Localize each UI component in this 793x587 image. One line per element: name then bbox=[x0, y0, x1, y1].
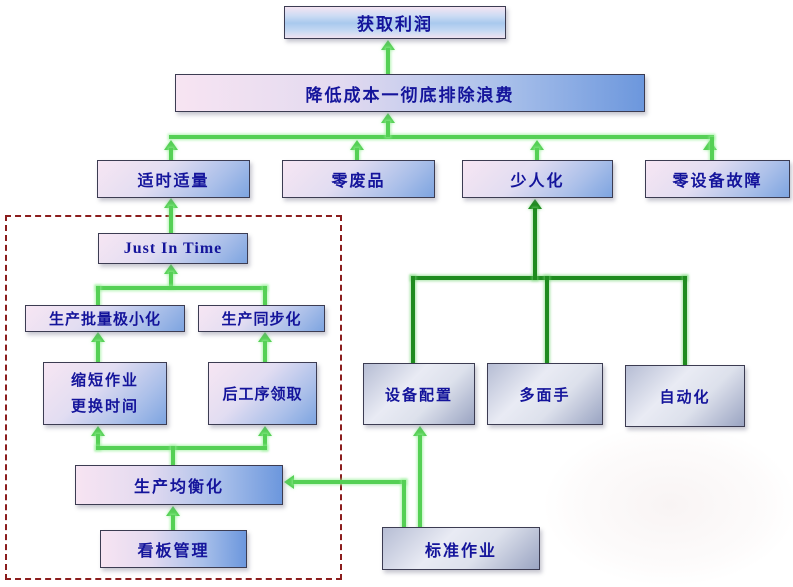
arrow-leveling-to-changeover bbox=[91, 426, 105, 436]
arrow-changeover-to-batch bbox=[91, 332, 105, 342]
line-cost-to-profit bbox=[386, 48, 390, 74]
watermark-circle bbox=[545, 425, 793, 585]
node-jit-label: Just In Time bbox=[123, 239, 223, 257]
arrow-fewer-workers-to-bus bbox=[530, 140, 544, 150]
node-timely-quantity-label: 适时适量 bbox=[137, 173, 210, 190]
line-jit-branch-h bbox=[96, 286, 267, 290]
arrow-kanban-to-leveling bbox=[166, 506, 180, 516]
node-changeover-label: 缩短作业 更换时间 bbox=[70, 372, 139, 415]
line-auto-up bbox=[683, 276, 687, 365]
node-zero-failure: 零设备故障 bbox=[645, 160, 790, 198]
node-leveling: 生产均衡化 bbox=[75, 465, 283, 505]
arrow-dark-to-fewer-workers bbox=[528, 199, 542, 209]
node-zero-defect: 零废品 bbox=[282, 160, 435, 198]
line-fewer-workers-stub bbox=[535, 148, 539, 160]
line-dark-to-fewer-workers bbox=[533, 208, 537, 280]
node-sync-label: 生产同步化 bbox=[221, 311, 302, 328]
arrow-standard-to-equipment bbox=[413, 426, 427, 436]
node-changeover: 缩短作业 更换时间 bbox=[43, 362, 167, 425]
arrow-jit-to-timely bbox=[164, 198, 178, 208]
arrow-branch-to-jit bbox=[164, 264, 178, 274]
node-profit: 获取利润 bbox=[284, 6, 506, 39]
node-equipment-layout: 设备配置 bbox=[363, 363, 475, 425]
node-standard-work-label: 标准作业 bbox=[424, 542, 497, 560]
arrow-cost-to-profit bbox=[381, 40, 395, 50]
arrow-timely-to-bus bbox=[164, 140, 178, 150]
node-jit: Just In Time bbox=[98, 233, 248, 264]
line-dark-branch-h bbox=[411, 276, 687, 280]
line-standard-left-h bbox=[293, 480, 406, 484]
line-kanban-to-leveling bbox=[171, 515, 175, 530]
bus-line bbox=[169, 135, 714, 139]
node-small-batch: 生产批量极小化 bbox=[25, 305, 185, 332]
node-leveling-label: 生产均衡化 bbox=[133, 479, 224, 496]
node-timely-quantity: 适时适量 bbox=[97, 160, 250, 198]
arrow-leveling-to-withdrawal bbox=[258, 426, 272, 436]
line-zero-defect-stub bbox=[355, 148, 359, 160]
line-jit-branch-right bbox=[263, 286, 267, 305]
node-multi-skilled-label: 多面手 bbox=[519, 386, 571, 404]
arrow-standard-to-leveling bbox=[284, 475, 294, 489]
node-standard-work: 标准作业 bbox=[382, 527, 540, 570]
node-profit-label: 获取利润 bbox=[357, 15, 433, 34]
line-leveling-left-up bbox=[96, 434, 100, 450]
node-small-batch-label: 生产批量极小化 bbox=[48, 311, 161, 328]
line-leveling-branch-h bbox=[96, 446, 267, 450]
line-jit-branch-stub bbox=[169, 272, 173, 288]
line-multi-up bbox=[545, 276, 549, 363]
line-standard-left-v bbox=[402, 480, 406, 527]
jit-dashed-frame bbox=[5, 215, 342, 580]
node-zero-failure-label: 零设备故障 bbox=[672, 173, 763, 190]
line-leveling-right-up bbox=[263, 434, 267, 450]
node-withdrawal: 后工序领取 bbox=[208, 362, 317, 425]
node-kanban: 看板管理 bbox=[100, 530, 247, 568]
node-fewer-workers-label: 少人化 bbox=[510, 173, 565, 190]
line-equipment-up bbox=[411, 276, 415, 363]
node-fewer-workers: 少人化 bbox=[462, 160, 613, 198]
node-cost-reduction-label: 降低成本一彻底排除浪费 bbox=[305, 85, 515, 105]
arrow-zero-defect-to-bus bbox=[350, 140, 364, 150]
line-changeover-to-batch bbox=[96, 341, 100, 362]
node-equipment-layout-label: 设备配置 bbox=[384, 386, 453, 404]
node-kanban-label: 看板管理 bbox=[137, 543, 210, 560]
line-jit-to-timely bbox=[169, 206, 173, 233]
node-sync: 生产同步化 bbox=[198, 305, 325, 332]
line-standard-to-equipment bbox=[418, 435, 422, 527]
node-multi-skilled: 多面手 bbox=[487, 363, 603, 425]
node-zero-defect-label: 零废品 bbox=[331, 173, 386, 190]
line-bus-to-cost bbox=[386, 121, 390, 137]
line-leveling-stub bbox=[171, 446, 175, 465]
arrow-withdrawal-to-sync bbox=[258, 332, 272, 342]
node-autonomation: 自动化 bbox=[625, 365, 745, 427]
arrow-bus-to-cost bbox=[381, 113, 395, 123]
node-autonomation-label: 自动化 bbox=[659, 388, 711, 406]
line-withdrawal-to-sync bbox=[263, 341, 267, 362]
node-cost-reduction: 降低成本一彻底排除浪费 bbox=[175, 74, 645, 112]
line-timely-stub bbox=[169, 148, 173, 160]
line-zero-failure-stub bbox=[710, 137, 714, 160]
line-jit-branch-left bbox=[96, 286, 100, 305]
node-withdrawal-label: 后工序领取 bbox=[222, 386, 303, 403]
